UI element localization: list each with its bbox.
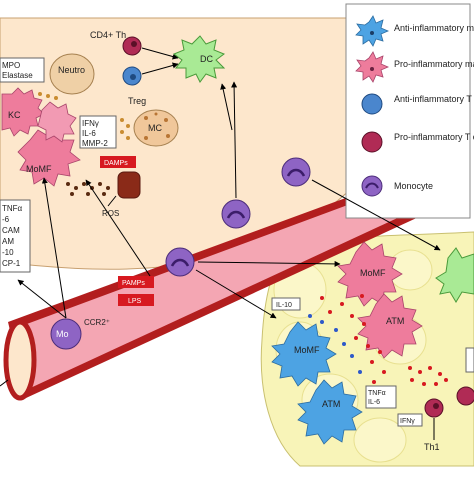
- liver-cells: CD4+ Th Treg DC MPO Elastase Neutro KC M…: [0, 30, 233, 273]
- legend-item-pro-tcell: Pro-inflammatory T cell: [361, 131, 474, 153]
- momf-label: MoMF: [26, 164, 52, 174]
- legend-label-pro-tcell: Pro-inflammatory T cell: [394, 132, 474, 142]
- left-list-6: CP-1: [2, 259, 21, 268]
- anti-tcell-icon: [361, 93, 383, 115]
- th1-cell-2: [456, 386, 474, 406]
- ccr2-label: CCR2⁺: [84, 318, 110, 327]
- dc-right: [435, 247, 474, 303]
- cd4-label: CD4+ Th: [90, 30, 126, 40]
- monocyte: [221, 199, 251, 229]
- treg-label: Treg: [128, 96, 146, 106]
- legend-label-anti-tcell: Anti-inflammatory T cell: [394, 94, 474, 104]
- monocyte-icon: [361, 175, 383, 197]
- left-list-3: CAM: [2, 226, 20, 235]
- pro-tcell-icon: [361, 131, 383, 153]
- kupffer-cell: [1, 87, 45, 137]
- legend-item-anti-macrophage: Anti-inflammatory macrophage: [355, 15, 474, 47]
- mc-label: MC: [148, 123, 162, 133]
- mo-label: Mo: [56, 329, 69, 339]
- momf-top-label: MoMF: [360, 268, 386, 278]
- neutrophil: [49, 53, 95, 95]
- monocyte: [165, 247, 195, 277]
- kc-label: KC: [8, 110, 21, 120]
- tnfa-label: TNFα: [368, 390, 386, 397]
- adipose-contents: IL-10 MoMF ATM MoMF ATM: [271, 241, 474, 452]
- lps-label: LPS: [128, 298, 142, 305]
- dc-label: DC: [200, 54, 213, 64]
- left-list-4: AM: [2, 237, 14, 246]
- legend-item-pro-macrophage: Pro-inflammatory macrophage: [355, 51, 474, 83]
- legend-label-pro-macrophage: Pro-inflammatory macrophage: [394, 59, 474, 69]
- il6-label: IL-6: [82, 129, 96, 138]
- ifng-label: IFNγ: [82, 119, 99, 128]
- il6-ad-label: IL-6: [368, 399, 380, 406]
- vessel-contents: Mo CCR2⁺ PAMPs LPS: [0, 81, 441, 387]
- left-list-1: TNFα: [2, 204, 23, 213]
- ifng-ad-label: IFNγ: [400, 418, 415, 425]
- legend-item-monocyte: Monocyte: [361, 175, 433, 197]
- svg-text:Anti-inflammatory T cell: Anti-inflammatory T cell: [394, 94, 474, 104]
- atm-bottom-label: ATM: [322, 399, 340, 409]
- neutro-label: Neutro: [58, 65, 85, 75]
- svg-text:Pro-inflammatory T cell: Pro-inflammatory T cell: [394, 132, 474, 142]
- svg-text:Pro-inflammatory macrophage: Pro-inflammatory macrophage: [394, 59, 474, 69]
- legend-label-anti-macrophage: Anti-inflammatory macrophage: [394, 23, 474, 33]
- pamps-label: PAMPs: [122, 280, 145, 287]
- svg-text:Monocyte: Monocyte: [394, 181, 433, 191]
- th1-label: Th1: [424, 442, 440, 452]
- atm-top-label: ATM: [386, 316, 404, 326]
- ros-label: ROS: [102, 209, 119, 218]
- elastase-label: Elastase: [2, 71, 33, 80]
- atm-bottom-anti: [297, 379, 363, 445]
- mpo-label: MPO: [2, 61, 20, 70]
- monocyte-mo: [50, 318, 82, 350]
- monocyte: [281, 157, 311, 187]
- legend-label-monocyte: Monocyte: [394, 181, 433, 191]
- legend: Anti-inflammatory macrophage Pro-inflamm…: [345, 3, 474, 219]
- svg-text:Anti-inflammatory macrophage: Anti-inflammatory macrophage: [394, 23, 474, 33]
- momf-left-anti: [271, 321, 337, 387]
- atm-pink: [357, 293, 423, 359]
- left-list-2: -6: [2, 215, 10, 224]
- left-list-5: -10: [2, 248, 14, 257]
- cytokine-dots: [308, 294, 448, 386]
- legend-item-anti-tcell: Anti-inflammatory T cell: [361, 93, 474, 115]
- momf-left-label: MoMF: [294, 345, 320, 355]
- mmp2-label: MMP-2: [82, 139, 108, 148]
- dendritic-cell: [172, 35, 226, 83]
- il10-label: IL-10: [276, 302, 292, 309]
- damps-label: DAMPs: [104, 160, 128, 167]
- necrotic-cell: [117, 171, 141, 199]
